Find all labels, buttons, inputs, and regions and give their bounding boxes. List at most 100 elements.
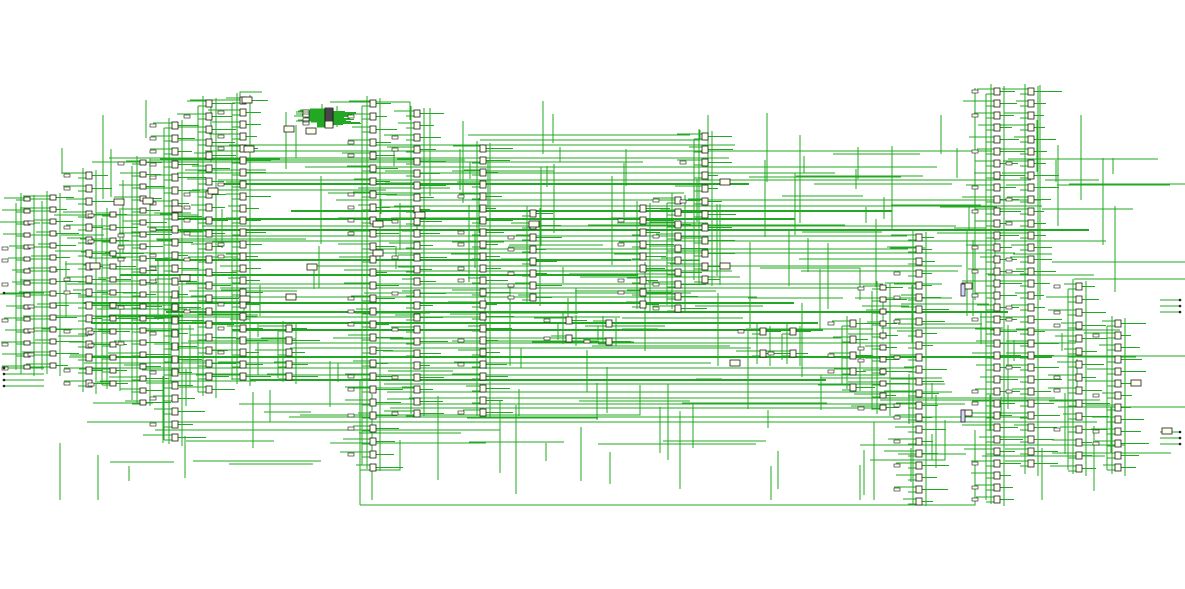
logic-gate[interactable]	[1027, 447, 1035, 456]
buffer-gate[interactable]	[971, 209, 979, 214]
logic-gate[interactable]	[879, 368, 887, 375]
logic-gate[interactable]	[701, 223, 709, 232]
logic-gate[interactable]	[849, 351, 857, 360]
buffer-gate[interactable]	[63, 329, 71, 334]
logic-gate[interactable]	[849, 383, 857, 392]
buffer-gate[interactable]	[971, 89, 979, 94]
logic-gate[interactable]	[1027, 267, 1035, 276]
buffer-gate[interactable]	[1053, 310, 1061, 315]
logic-gate[interactable]	[1130, 379, 1142, 387]
logic-gate[interactable]	[139, 243, 147, 250]
logic-gate[interactable]	[369, 359, 377, 368]
buffer-gate[interactable]	[457, 230, 465, 235]
logic-gate[interactable]	[369, 294, 377, 303]
logic-gate[interactable]	[369, 333, 377, 342]
io-port[interactable]	[1178, 436, 1182, 440]
logic-gate[interactable]	[139, 291, 147, 298]
buffer-gate[interactable]	[149, 253, 157, 258]
logic-gate[interactable]	[701, 249, 709, 258]
logic-gate[interactable]	[1075, 360, 1083, 369]
logic-gate[interactable]	[1075, 425, 1083, 434]
buffer-gate[interactable]	[893, 271, 901, 276]
logic-gate[interactable]	[49, 290, 57, 297]
logic-gate[interactable]	[1027, 351, 1035, 360]
logic-gate[interactable]	[171, 303, 179, 312]
logic-gate[interactable]	[285, 348, 293, 357]
logic-gate[interactable]	[85, 249, 93, 258]
logic-gate[interactable]	[306, 263, 318, 271]
logic-gate[interactable]	[915, 305, 923, 314]
logic-gate[interactable]	[171, 173, 179, 182]
logic-gate[interactable]	[915, 257, 923, 266]
logic-gate[interactable]	[701, 145, 709, 154]
buffer-gate[interactable]	[652, 282, 660, 287]
buffer-gate[interactable]	[347, 413, 355, 418]
logic-gate[interactable]	[993, 471, 1001, 480]
buffer-gate[interactable]	[183, 309, 191, 314]
logic-gate[interactable]	[639, 216, 647, 225]
logic-gate[interactable]	[239, 228, 247, 237]
logic-gate[interactable]	[49, 242, 57, 249]
logic-gate[interactable]	[879, 284, 887, 291]
logic-gate[interactable]	[915, 329, 923, 338]
buffer-gate[interactable]	[971, 113, 979, 118]
logic-gate[interactable]	[205, 203, 213, 212]
logic-gate[interactable]	[565, 316, 573, 325]
logic-gate[interactable]	[605, 337, 613, 346]
logic-gate[interactable]	[109, 315, 117, 322]
logic-gate[interactable]	[413, 241, 421, 250]
buffer-gate[interactable]	[217, 326, 225, 331]
logic-gate[interactable]	[849, 319, 857, 328]
logic-gate[interactable]	[285, 293, 297, 301]
buffer-gate[interactable]	[652, 234, 660, 239]
buffer-gate[interactable]	[391, 135, 399, 140]
logic-gate[interactable]	[701, 184, 709, 193]
logic-gate[interactable]	[23, 256, 31, 262]
logic-gate[interactable]	[89, 262, 101, 270]
logic-gate[interactable]	[993, 363, 1001, 372]
logic-gate[interactable]	[109, 224, 117, 231]
logic-gate[interactable]	[139, 363, 147, 370]
logic-gate[interactable]	[1114, 403, 1122, 412]
logic-gate[interactable]	[789, 327, 797, 336]
logic-gate[interactable]	[879, 332, 887, 339]
logic-gate[interactable]	[1027, 459, 1035, 468]
buffer-gate[interactable]	[347, 374, 355, 379]
logic-gate[interactable]	[205, 177, 213, 186]
logic-gate[interactable]	[49, 338, 57, 345]
logic-gate[interactable]	[413, 217, 421, 226]
buffer-gate[interactable]	[347, 205, 355, 210]
logic-gate[interactable]	[171, 290, 179, 299]
logic-gate[interactable]	[1161, 427, 1173, 435]
buffer-gate[interactable]	[391, 291, 399, 296]
logic-gate[interactable]	[413, 289, 421, 298]
logic-gate[interactable]	[993, 279, 1001, 288]
buffer-gate[interactable]	[617, 218, 625, 223]
logic-gate[interactable]	[139, 375, 147, 382]
logic-gate[interactable]	[529, 257, 537, 266]
buffer-gate[interactable]	[149, 136, 157, 141]
buffer-gate[interactable]	[893, 319, 901, 324]
logic-gate[interactable]	[283, 125, 295, 133]
logic-gate[interactable]	[915, 317, 923, 326]
buffer-gate[interactable]	[347, 218, 355, 223]
logic-gate[interactable]	[701, 158, 709, 167]
logic-gate[interactable]	[49, 362, 57, 369]
buffer-gate[interactable]	[1, 342, 9, 347]
logic-gate[interactable]	[171, 212, 179, 221]
logic-gate[interactable]	[1114, 451, 1122, 460]
logic-gate[interactable]	[139, 183, 147, 190]
logic-gate[interactable]	[701, 275, 709, 284]
logic-gate[interactable]	[85, 366, 93, 375]
logic-gate[interactable]	[413, 193, 421, 202]
logic-gate[interactable]	[1027, 243, 1035, 252]
logic-gate[interactable]	[139, 171, 147, 178]
logic-gate[interactable]	[171, 251, 179, 260]
buffer-gate[interactable]	[217, 242, 225, 247]
buffer-gate[interactable]	[971, 185, 979, 190]
logic-gate[interactable]	[915, 389, 923, 398]
logic-gate[interactable]	[171, 329, 179, 338]
logic-gate[interactable]	[205, 99, 213, 108]
buffer-gate[interactable]	[893, 295, 901, 300]
logic-gate[interactable]	[1027, 303, 1035, 312]
